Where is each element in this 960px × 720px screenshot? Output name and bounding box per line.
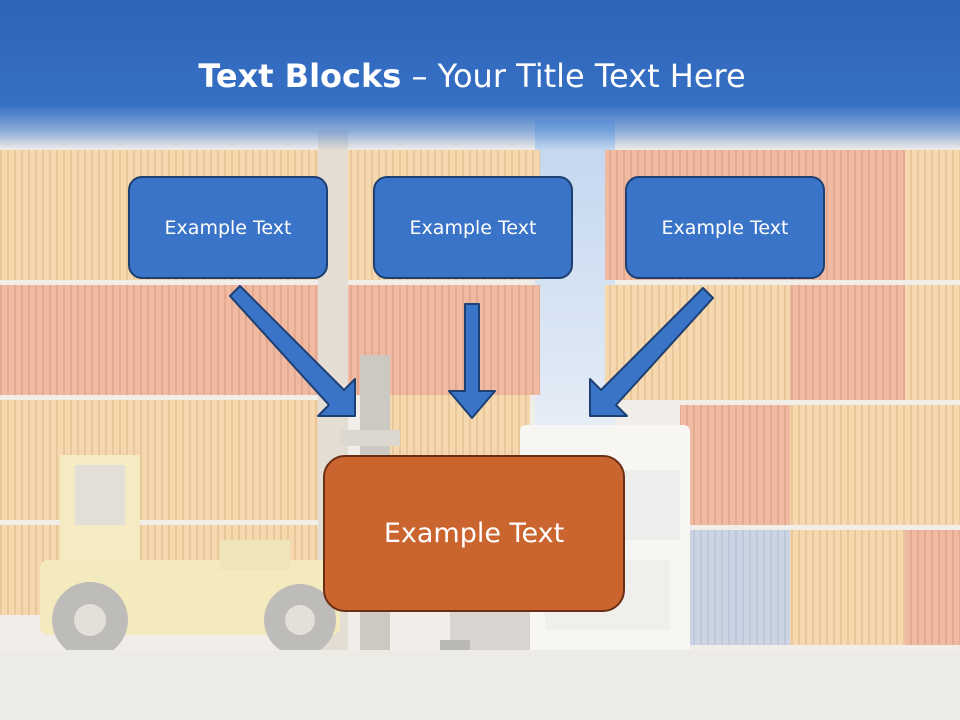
title-bar (0, 0, 960, 150)
title-rest: Your Title Text Here (437, 57, 746, 95)
text-block-2[interactable]: Example Text (373, 176, 573, 279)
text-block-3-label: Example Text (661, 216, 789, 239)
slide-title: Text Blocks – Your Title Text Here (0, 52, 944, 100)
text-block-3[interactable]: Example Text (625, 176, 825, 279)
text-block-1-label: Example Text (164, 216, 292, 239)
text-block-2-label: Example Text (409, 216, 537, 239)
title-bold-part: Text Blocks (198, 57, 402, 95)
target-text-block-label: Example Text (383, 518, 565, 549)
arrow-left (229, 285, 356, 417)
title-dash: – (401, 57, 438, 95)
arrow-center (448, 303, 496, 419)
arrow-right (589, 287, 714, 417)
target-text-block[interactable]: Example Text (323, 455, 625, 612)
text-block-1[interactable]: Example Text (128, 176, 328, 279)
